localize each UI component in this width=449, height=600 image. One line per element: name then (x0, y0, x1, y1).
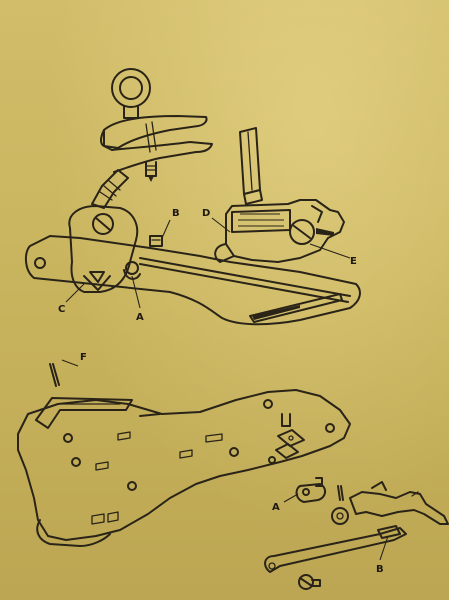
sear-exploded (331, 481, 449, 525)
leader-c-top (65, 283, 85, 303)
frizzen (239, 127, 263, 205)
label-a-top: A (136, 312, 144, 323)
pin-f: F (49, 352, 87, 387)
label-b-top: B (172, 208, 180, 219)
leader-a-top (131, 275, 141, 309)
hammer-neck (91, 169, 129, 209)
screw-exploded (298, 574, 321, 590)
lock-plate (24, 235, 361, 326)
label-a-bottom: A (272, 502, 280, 513)
mainspring (139, 257, 351, 303)
tumbler (123, 261, 141, 280)
label-d-top: D (202, 208, 210, 219)
label-e-top: E (350, 256, 357, 267)
label-b-bottom: B (376, 564, 384, 575)
spring-exploded: B (264, 525, 407, 575)
assembled-mechanism: B D E C A (24, 68, 361, 326)
label-f-bottom: F (80, 352, 87, 363)
leader-b-top (161, 219, 171, 239)
upper-jaw-clamp (100, 115, 213, 182)
small-pin (337, 485, 344, 501)
leader-d-top (211, 217, 231, 233)
pan-housing (214, 199, 345, 263)
hammer-body (68, 205, 139, 293)
exploded-view: F (17, 352, 449, 590)
leader-e-top (309, 243, 351, 259)
lock-plate-exploded (17, 389, 351, 547)
ring-bow (111, 68, 151, 119)
tumbler-exploded: A (272, 477, 326, 513)
label-c-top: C (58, 304, 65, 315)
bridle (149, 235, 163, 247)
